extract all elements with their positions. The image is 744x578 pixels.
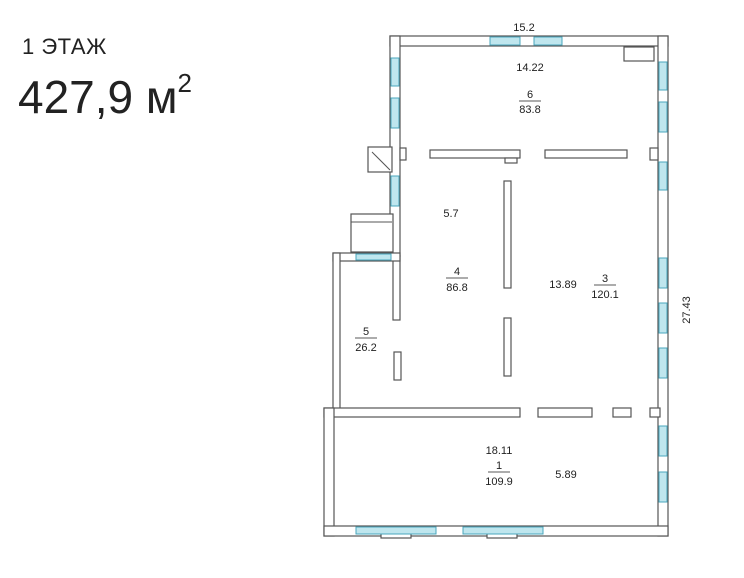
- room3-number: 3: [602, 273, 608, 285]
- dim-right-height: 27.43: [681, 296, 693, 324]
- dim-room6-width: 14.22: [516, 62, 544, 74]
- room1-number: 1: [496, 460, 502, 472]
- dim-room4-width: 5.7: [443, 208, 458, 220]
- area-value: 427,9 м: [18, 71, 178, 123]
- total-area: 427,9 м2: [18, 68, 192, 124]
- floor-label: 1 ЭТАЖ: [22, 34, 107, 59]
- area-unit-sup: 2: [177, 68, 192, 98]
- dim-room1-depth: 5.89: [555, 469, 576, 481]
- room6-number: 6: [527, 89, 533, 101]
- room6-area: 83.8: [519, 104, 540, 116]
- dim-room1-width: 18.11: [486, 445, 513, 457]
- dim-top-width: 15.2: [513, 22, 534, 34]
- room5-area: 26.2: [355, 342, 376, 354]
- room1-area: 109.9: [485, 476, 513, 488]
- room3-area: 120.1: [591, 289, 619, 301]
- room4-number: 4: [454, 266, 460, 278]
- windows: [355, 36, 668, 535]
- room5-number: 5: [363, 326, 369, 338]
- room4-area: 86.8: [446, 282, 467, 294]
- dim-room3-width: 13.89: [549, 279, 577, 291]
